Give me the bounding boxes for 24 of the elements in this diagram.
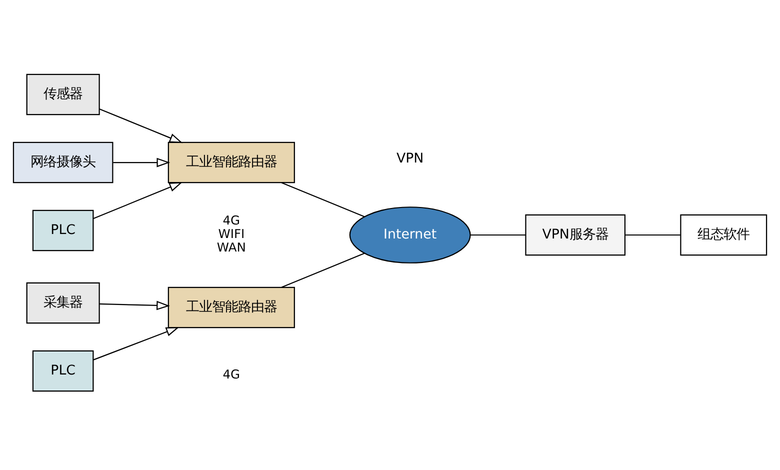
node-box: PLC <box>32 350 94 392</box>
node-box: 工业智能路由器 <box>168 286 295 328</box>
node-ellipse: Internet <box>349 206 471 264</box>
node-box: 采集器 <box>26 282 100 324</box>
arrow <box>113 158 170 168</box>
connector <box>470 234 526 236</box>
node-box: 工业智能路由器 <box>168 142 295 184</box>
node-box: 传感器 <box>26 74 100 116</box>
arrow <box>99 300 170 310</box>
connector <box>625 234 680 236</box>
node-box: PLC <box>32 210 94 252</box>
node-label: WIFI <box>218 227 245 242</box>
connector <box>281 182 365 218</box>
arrow <box>93 182 183 220</box>
node-label: WAN <box>216 240 246 254</box>
node-label: 4G <box>222 368 240 382</box>
label: VPN <box>396 152 424 167</box>
node-box: VPN服务器 <box>525 214 626 256</box>
arrow <box>99 108 183 144</box>
node-box: 网络摄像头 <box>12 142 114 184</box>
node-box: 组态软件 <box>680 214 768 256</box>
node-label: 4G <box>222 214 240 228</box>
connector <box>281 252 365 288</box>
arrow <box>93 326 180 360</box>
